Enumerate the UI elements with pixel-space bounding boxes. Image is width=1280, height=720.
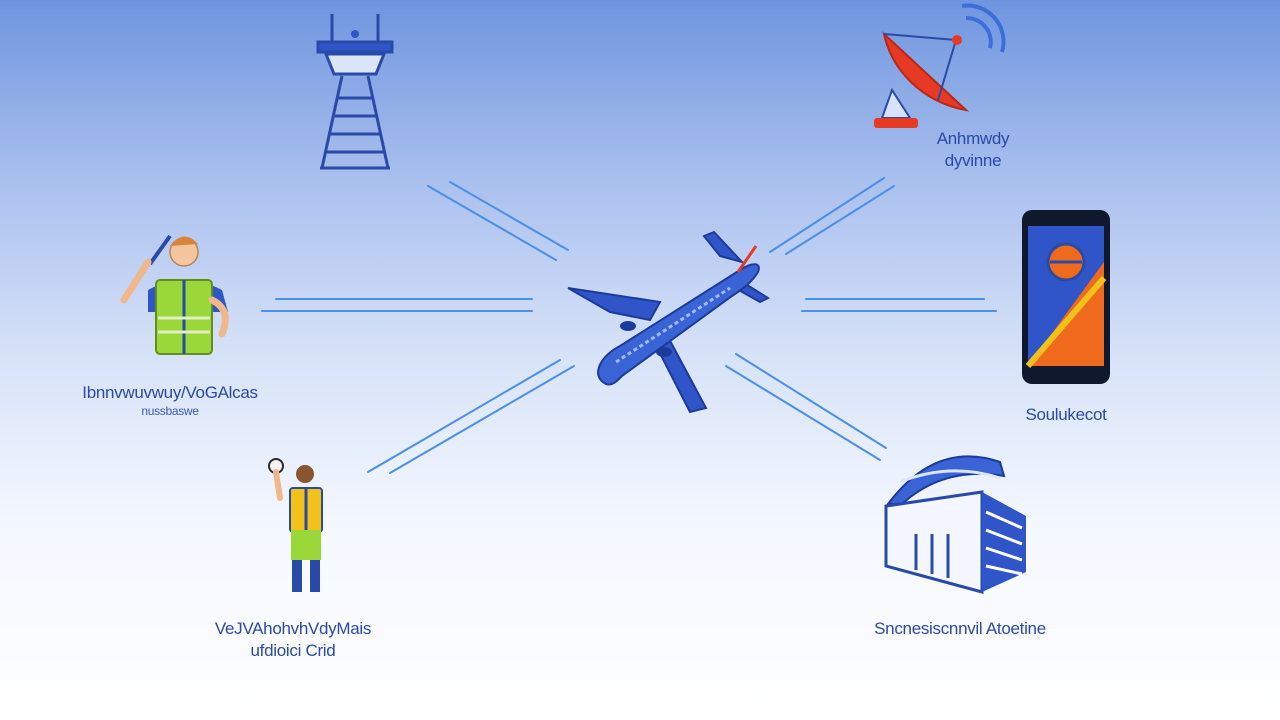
control-tower-icon xyxy=(316,14,394,170)
satellite-label: Anhmwdy dyvinne xyxy=(918,128,1028,172)
marshaller-icon xyxy=(120,234,229,355)
ground-staff-icon xyxy=(268,458,323,592)
phone-label-line1: Soulukecot xyxy=(1025,405,1107,424)
airplane-icon xyxy=(567,230,771,414)
link-phone xyxy=(801,298,997,312)
phone-label: Soulukecot xyxy=(1006,404,1126,426)
link-ground-staff xyxy=(367,359,575,474)
ground-staff-label-line2: ufdioici Crid xyxy=(250,641,336,661)
link-tower xyxy=(427,181,569,261)
satellite-label-line1: Anhmwdy xyxy=(936,129,1010,148)
satellite-dish-icon xyxy=(874,3,1006,128)
building-label-line1: Sncnesiscnnvil Atoetine xyxy=(874,619,1046,638)
marshaller-label-line1: Ibnnvwuvwuy/VoGAlcas xyxy=(82,383,258,402)
link-marshaller xyxy=(261,298,533,312)
marshaller-label-line2: nussbaswe xyxy=(141,404,199,419)
connector-lines xyxy=(261,177,997,474)
smartphone-icon xyxy=(1022,210,1110,384)
satellite-label-line2: dyvinne xyxy=(944,151,1002,171)
ground-staff-label-line1: VeJVAhohvhVdyMais xyxy=(214,619,372,638)
marshaller-label: Ibnnvwuvwuy/VoGAlcas nussbaswe xyxy=(70,382,270,420)
terminal-building-icon xyxy=(884,455,1026,594)
ground-staff-label: VeJVAhohvhVdyMais ufdioici Crid xyxy=(188,618,398,662)
link-building xyxy=(725,353,887,461)
link-satellite xyxy=(769,177,895,255)
building-label: Sncnesiscnnvil Atoetine xyxy=(840,618,1080,640)
